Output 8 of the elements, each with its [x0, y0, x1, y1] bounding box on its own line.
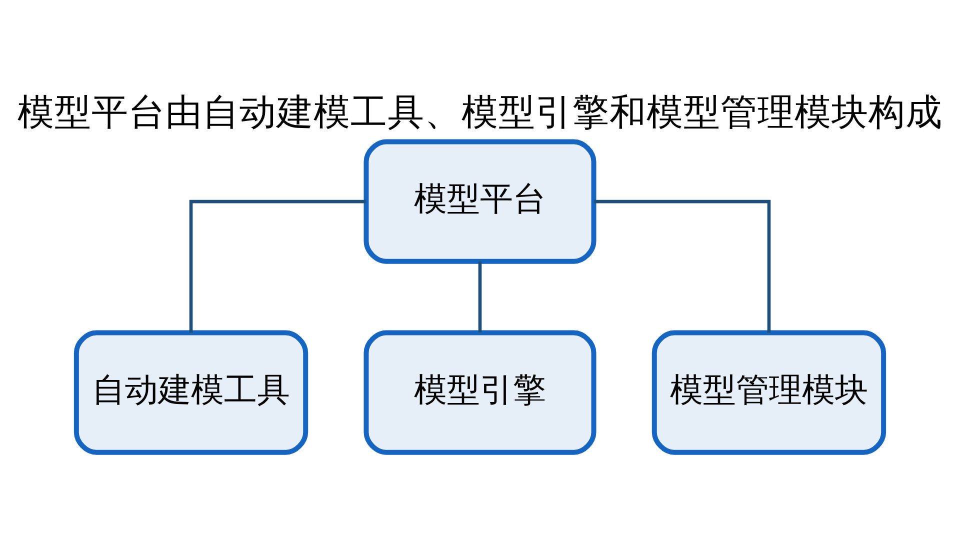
node-box: 模型平台 — [364, 138, 596, 264]
node-box: 模型引擎 — [364, 330, 596, 454]
diagram-title: 模型平台由自动建模工具、模型引擎和模型管理模块构成 — [18, 90, 942, 134]
node-box: 自动建模工具 — [74, 330, 308, 454]
connector — [594, 199, 771, 332]
connector — [189, 199, 366, 332]
connector — [478, 260, 482, 332]
node-box: 模型管理模块 — [652, 330, 886, 454]
